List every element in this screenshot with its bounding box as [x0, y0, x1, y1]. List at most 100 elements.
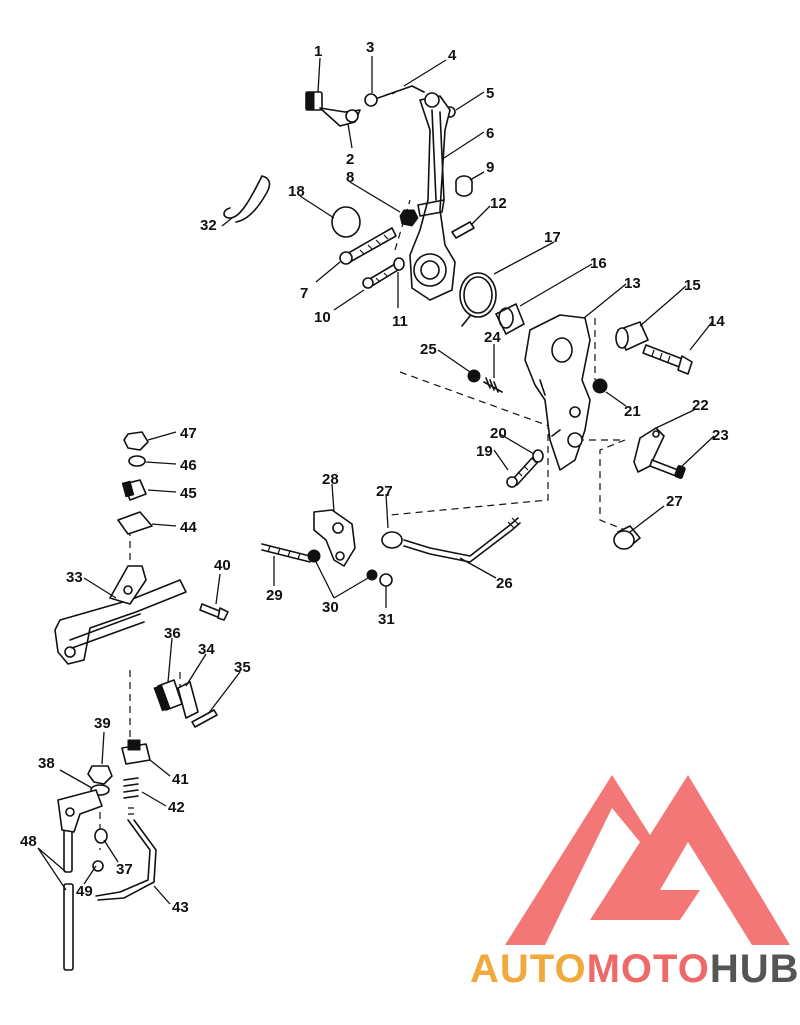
part-4-link-rod	[377, 85, 425, 99]
callout-30: 30	[322, 599, 339, 616]
callout-4: 4	[448, 47, 457, 64]
part-39-nut	[87, 765, 113, 785]
part-43-link-rod	[95, 807, 157, 901]
part-47-nut	[123, 431, 149, 451]
part-33-mounting-bracket	[54, 565, 187, 665]
callout-28: 28	[322, 471, 339, 488]
callout-26: 26	[496, 575, 513, 592]
callout-35: 35	[234, 659, 251, 676]
callout-41: 41	[172, 771, 189, 788]
callout-22: 22	[692, 397, 709, 414]
callout-11: 11	[392, 313, 408, 330]
logo-triangle-mark	[505, 775, 790, 945]
part-19-screw	[506, 457, 538, 488]
callout-16: 16	[590, 255, 607, 272]
watermark-text: AUTOMOTOHUB	[470, 947, 800, 991]
part-9-spacer	[455, 175, 473, 197]
part-48-shafts	[63, 819, 74, 971]
callout-45: 45	[180, 485, 197, 502]
callout-14: 14	[708, 313, 725, 330]
part-12-screw	[451, 221, 475, 239]
part-40-screw	[199, 603, 229, 621]
callout-40: 40	[214, 557, 231, 574]
callout-13: 13	[624, 275, 641, 292]
part-3-nut	[364, 93, 378, 107]
callout-38: 38	[38, 755, 55, 772]
callout-47: 47	[180, 425, 197, 442]
part-34-cover-plate	[177, 681, 199, 719]
part-2-ball-stud	[319, 107, 361, 127]
callout-34: 34	[198, 641, 215, 658]
callout-12: 12	[490, 195, 507, 212]
callout-43: 43	[172, 899, 189, 916]
part-27-connector-a	[381, 531, 403, 549]
leader-lines	[37, 56, 715, 905]
part-7-screw	[339, 227, 397, 265]
callout-36: 36	[164, 625, 181, 642]
part-13-throttle-cam-plate	[524, 314, 591, 471]
part-26-throttle-rod	[403, 517, 521, 563]
part-14-bolt	[642, 344, 693, 375]
watermark-text-auto: AUTO	[470, 947, 587, 991]
part-29-stud	[261, 543, 311, 563]
part-8-nut	[399, 209, 419, 227]
part-44-retainer-plate	[117, 511, 153, 535]
part-11-washer	[393, 257, 405, 271]
part-27-connector-b	[613, 525, 641, 550]
callout-9: 9	[486, 159, 494, 176]
callout-5: 5	[486, 85, 494, 102]
callout-labels: 1 2 3 4 5 6 7 8 9 10 11 12 13 14 15 16 1…	[20, 39, 729, 916]
callout-25: 25	[420, 341, 437, 358]
part-32-spring-clip	[223, 175, 271, 223]
callout-1: 1	[314, 43, 322, 60]
callout-8: 8	[346, 169, 354, 186]
part-30-nuts	[307, 549, 378, 581]
part-16-bushing	[495, 303, 525, 335]
callout-49: 49	[76, 883, 93, 900]
part-15-bushing	[615, 321, 649, 351]
part-45-clip	[121, 479, 147, 501]
callout-18: 18	[288, 183, 305, 200]
part-23-screw	[649, 459, 686, 479]
callout-39: 39	[94, 715, 111, 732]
callout-17: 17	[544, 229, 561, 246]
part-31-nut	[379, 573, 393, 587]
part-42-spring	[123, 777, 139, 799]
callout-42: 42	[168, 799, 185, 816]
part-18-washer	[331, 206, 361, 238]
part-17-return-spring	[459, 272, 497, 327]
watermark-text-hub: HUB	[710, 947, 800, 991]
callout-46: 46	[180, 457, 197, 474]
part-1-linkage-block	[305, 91, 323, 111]
callout-27a: 27	[376, 483, 393, 500]
callout-24: 24	[484, 329, 501, 346]
watermark-text-moto: MOTO	[587, 947, 710, 991]
callout-19: 19	[476, 443, 493, 460]
alignment-lines	[99, 199, 626, 850]
part-25-nut	[467, 369, 481, 383]
part-20-washer	[532, 449, 544, 463]
callout-3: 3	[366, 39, 374, 56]
part-46-washer	[128, 455, 146, 467]
callout-31: 31	[378, 611, 395, 628]
callout-37: 37	[116, 861, 133, 878]
callout-21: 21	[624, 403, 641, 420]
watermark-logo	[505, 775, 790, 945]
part-49-lever	[57, 789, 104, 872]
callout-29: 29	[266, 587, 283, 604]
part-41-guide-block	[121, 739, 151, 765]
part-36-clamp-block	[153, 679, 183, 712]
callout-23: 23	[712, 427, 729, 444]
callout-15: 15	[684, 277, 701, 294]
callout-6: 6	[486, 125, 494, 142]
part-21-nut	[592, 378, 608, 394]
callout-10: 10	[314, 309, 331, 326]
callout-2: 2	[346, 151, 354, 168]
callout-20: 20	[490, 425, 507, 442]
part-6-throttle-lever	[409, 92, 456, 301]
callout-7: 7	[300, 285, 308, 302]
part-10-screw	[362, 263, 399, 289]
part-24-spring	[483, 377, 503, 393]
callout-48: 48	[20, 833, 37, 850]
